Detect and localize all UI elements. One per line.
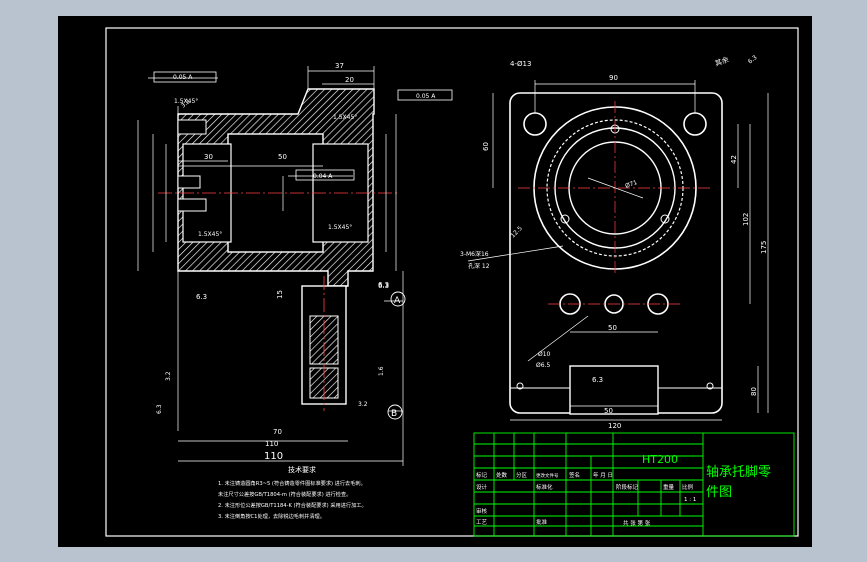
dim-90: 90 [609,74,618,82]
tb-stage: 阶段标记 [616,483,639,491]
thread-hole-3 [660,214,670,224]
drawing-border [105,27,799,537]
roughness-3: 6.3 [378,281,389,289]
title-block [473,432,795,537]
tb-date: 年 月 日 [593,471,613,479]
tb-sheets: 共 张 第 张 [623,519,651,527]
slot [569,365,659,415]
threaded-hole-mid [177,198,207,212]
tech-line-1: 1. 未注铸造圆角R3~5 (符合铸造零件图标准要求) 进行去毛刺。 [218,479,366,487]
tb-scale-label: 比例 [682,483,694,491]
plan-roughness-1: 6.3 [592,376,603,384]
dim-20: 20 [345,76,354,84]
roughness-4: 3.2 [165,371,172,381]
dim-50: 50 [278,153,287,161]
tb-mark: 标记 [476,471,488,479]
roughness-6: 3.2 [180,98,192,110]
dim-120: 120 [608,422,621,430]
dim-80: 80 [750,387,758,396]
cad-drawing: 37 20 30 50 70 110 110 15 1.5X45° 1.5X45… [105,27,799,537]
dim-37: 37 [335,62,344,70]
section-view: 37 20 30 50 70 110 110 15 1.5X45° 1.5X45… [137,62,453,466]
tb-standard: 标准化 [536,483,553,491]
part-name-line1: 轴承托脚零 [706,464,771,480]
threaded-hole-lower [177,175,201,189]
tb-scale: 1 : 1 [684,497,696,503]
thread-depth: 孔深 12 [468,262,490,270]
dim-42: 42 [730,155,738,164]
gdt-frame-1 [153,71,217,83]
chamfer-4: 1.5X45° [328,224,352,231]
tb-approve: 批准 [536,518,548,526]
datum-a-circle [390,291,406,307]
tb-sign: 签名 [569,471,580,479]
datum-a: A [394,296,401,306]
dim-50-slot: 50 [604,407,613,415]
dim-60: 60 [482,142,490,151]
datum-b: B [391,409,397,419]
dim-110: 110 [264,451,283,462]
dim-175: 175 [760,241,768,254]
tb-zone: 分区 [516,471,528,479]
drawing-sheet: 37 20 30 50 70 110 110 15 1.5X45° 1.5X45… [58,16,812,547]
roughness-1: 6.3 [196,293,207,301]
dim-70: 70 [273,428,282,436]
tb-count: 处数 [496,471,508,479]
thread-hole-2 [560,214,570,224]
dim-102: 102 [742,213,750,226]
title-block-text: HT200 轴承托脚零 件图 标记 处数 分区 更改文件号 签名 年 月 日 设… [476,453,771,527]
dim-15: 15 [276,290,284,299]
roughness-rest-value: 6.3 [747,54,759,66]
chamfer-1: 1.5X45° [174,98,198,105]
dim-30: 30 [204,153,213,161]
gdt-frame-3 [295,169,355,181]
part-name-line2: 件图 [706,485,732,500]
tb-process: 工艺 [476,519,488,526]
tb-change-doc: 更改文件号 [536,472,559,479]
dim-50-holes: 50 [608,324,617,332]
tb-design: 设计 [476,483,488,491]
roughness-8: 6.3 [156,404,163,414]
thread-note: 3-M6深16 [460,250,489,258]
material: HT200 [642,453,678,466]
tech-title: 技术要求 [288,465,316,474]
gdt-frame-2 [397,89,453,101]
plan-view: 4-Ø13 90 60 42 102 175 80 50 120 50 3-M6… [460,54,769,430]
chamfer-3: 1.5X45° [198,231,222,238]
tech-line-2: 未注尺寸公差按GB/T1804-m (符合装配要求) 进行检查。 [218,490,351,498]
threaded-hole-top [177,119,207,135]
gdt-1: 0.05 A [173,74,193,81]
tb-review: 审核 [476,507,488,515]
tech-requirements: 技术要求 1. 未注铸造圆角R3~5 (符合铸造零件图标准要求) 进行去毛刺。 … [218,465,367,520]
bore-dia: Ø71 [624,179,638,190]
chamfer-2: 1.5X45° [333,114,357,121]
roughness-2: 6.3 [378,282,389,290]
tech-line-3: 2. 未注形位公差按GB/T1184-K (符合装配要求) 采用进行加工。 [218,501,367,509]
holes-note: 4-Ø13 [510,60,531,68]
pin-note-2: Ø6.5 [536,362,550,369]
gdt-2: 0.05 A [416,93,436,100]
datum-b-circle [387,404,403,420]
tech-line-4: 3. 未注倒角按C1处理，去除锐边毛刺并清理。 [218,512,325,520]
pin-note: Ø10 [538,351,551,358]
roughness-5: 1.6 [378,366,385,376]
roughness-rest-label: 其余 [714,55,730,68]
tb-weight: 重量 [663,483,675,491]
dim-110-small: 110 [265,440,278,448]
gdt-3: 0.04 A [313,173,333,180]
roughness-7: 3.2 [358,401,368,408]
